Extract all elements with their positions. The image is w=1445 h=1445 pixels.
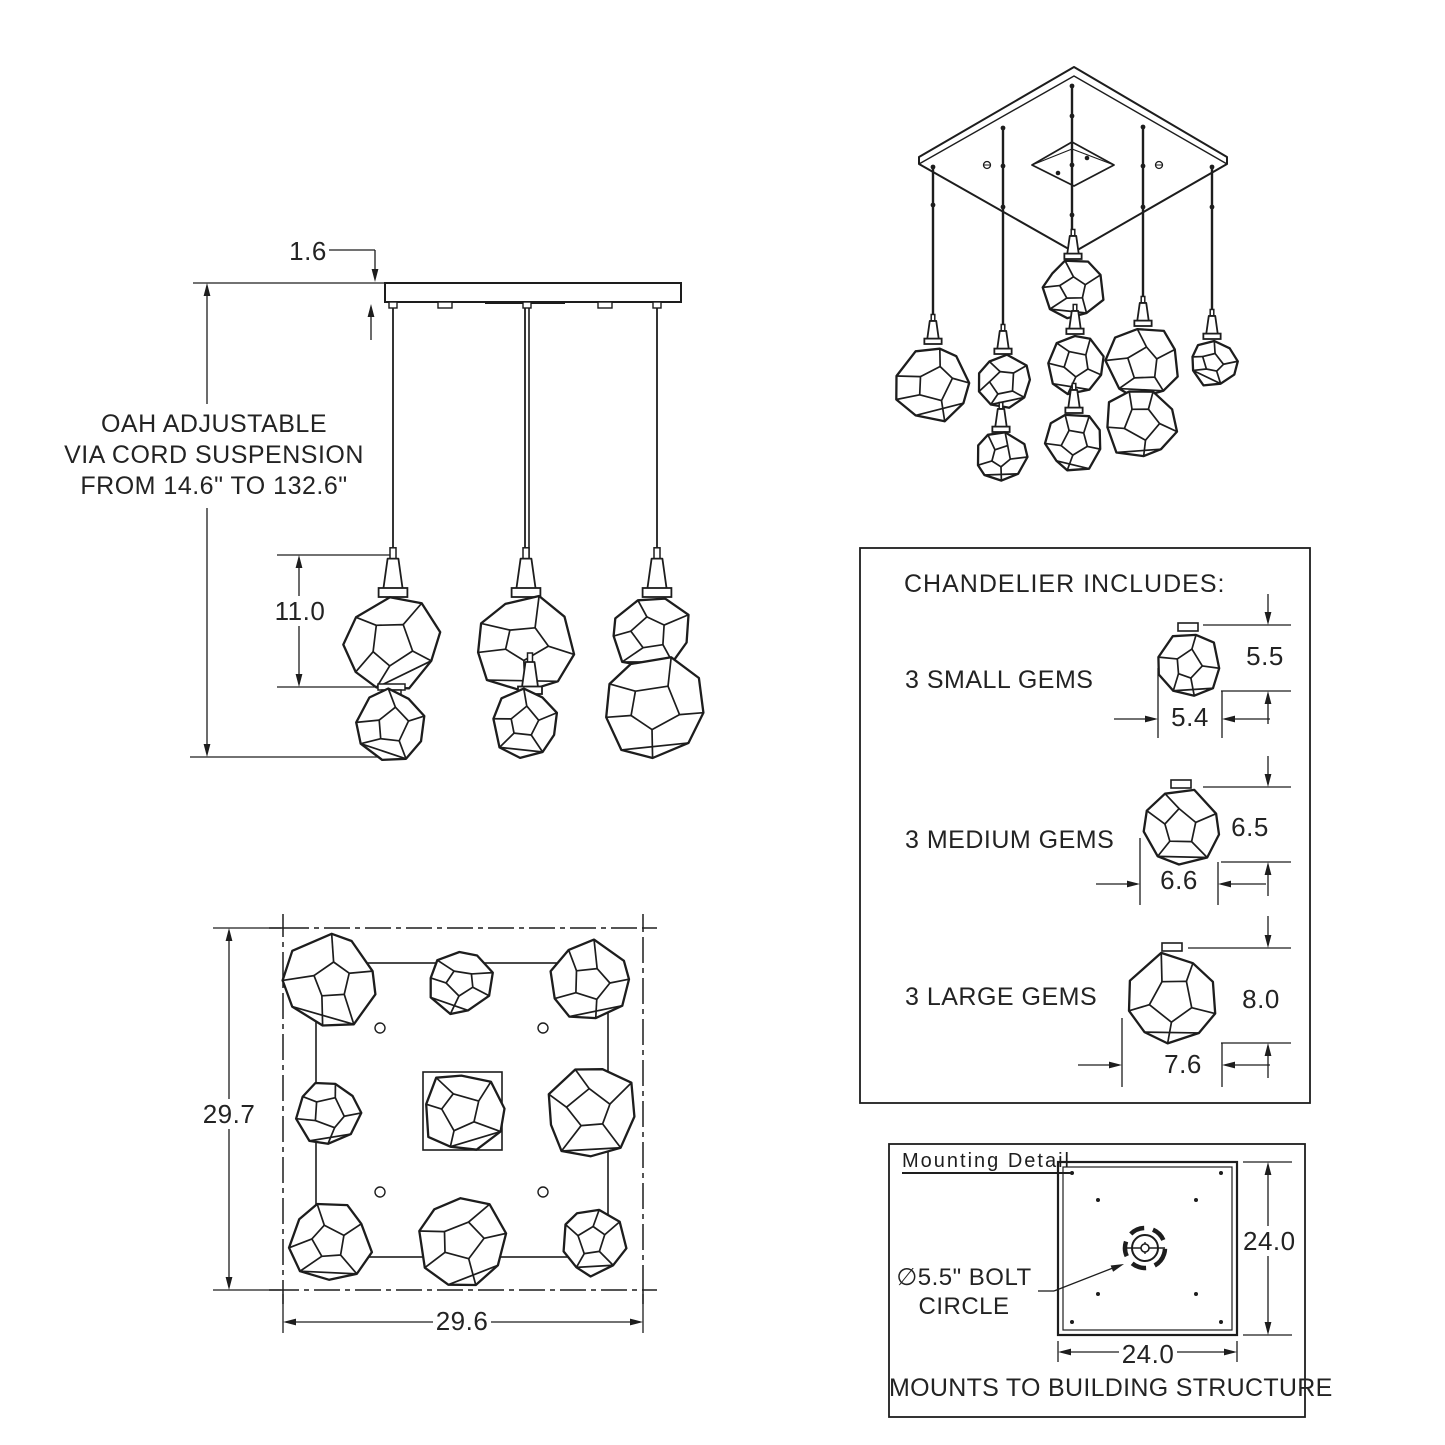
isometric-view (895, 66, 1239, 482)
gem (547, 1068, 636, 1158)
dim-large-gem-width: 7.6 (1164, 1049, 1202, 1079)
mounting-box (888, 1143, 1306, 1418)
socket (993, 323, 1013, 355)
bolt-circle-note-line2: CIRCLE (918, 1293, 1010, 1320)
bolt-circle-note: ∅5.5" BOLT CIRCLE (884, 1263, 1044, 1321)
oah-note: OAH ADJUSTABLE VIA CORD SUSPENSION FROM … (58, 409, 370, 502)
gem (476, 594, 576, 693)
oah-note-line1: OAH ADJUSTABLE (100, 410, 328, 438)
gem (1106, 390, 1179, 458)
socket (1064, 382, 1084, 414)
socket (641, 547, 673, 598)
gem (342, 596, 442, 690)
gem (429, 950, 494, 1016)
gem (895, 347, 971, 423)
gem (492, 687, 559, 760)
mounting-dim-height: 24.0 (1240, 1226, 1299, 1257)
gem (549, 938, 631, 1020)
gem (1142, 788, 1221, 866)
dim-cluster-height-value: 11.0 (271, 596, 329, 626)
mounting-footer: MOUNTS TO BUILDING STRUCTURE (889, 1374, 1333, 1402)
gem (355, 687, 426, 762)
elevation-cords (392, 308, 658, 652)
socket (923, 313, 943, 345)
gem (562, 1208, 628, 1278)
gem (1191, 339, 1239, 387)
dim-canopy-thickness: 1.6 (289, 236, 327, 266)
bolt-circle-symbol (1122, 1225, 1168, 1271)
dim-medium-gem-height: 6.5 (1231, 812, 1269, 842)
includes-box (859, 547, 1311, 1104)
plan-dim-width: 29.6 (426, 1306, 498, 1337)
gem (418, 1197, 508, 1287)
gem (287, 1202, 374, 1281)
gem (1157, 633, 1221, 697)
elevation-view (190, 249, 705, 762)
mounting-title: Mounting Detail (902, 1150, 1071, 1172)
iso-cords (930, 83, 1215, 406)
dim-large-gem-height: 8.0 (1242, 984, 1280, 1014)
elevation-dimensions (190, 249, 391, 758)
oah-note-line2: VIA CORD SUSPENSION (64, 441, 364, 469)
gem (605, 656, 705, 760)
gem (1043, 413, 1102, 472)
gem (977, 353, 1032, 409)
plan-view (213, 914, 657, 1333)
includes-item-small-label: 3 SMALL GEMS (905, 666, 1094, 694)
socket (1202, 308, 1222, 340)
mounting-dim-width-value: 24.0 (1118, 1339, 1178, 1369)
plan-dim-height: 29.7 (198, 1099, 260, 1130)
gem (281, 932, 377, 1027)
includes-item-large-label: 3 LARGE GEMS (905, 983, 1098, 1011)
oah-note-line3: FROM 14.6" TO 132.6" (80, 472, 348, 500)
mounting-dim-width: 24.0 (1118, 1339, 1178, 1370)
gem (294, 1081, 363, 1145)
socket (1063, 228, 1083, 260)
socket (1065, 303, 1085, 335)
gem (612, 597, 690, 669)
dim-small-gem-height: 5.5 (1246, 641, 1284, 671)
plan-dim-height-value: 29.7 (199, 1099, 259, 1129)
includes-title: CHANDELIER INCLUDES: (904, 570, 1226, 598)
dim-medium-gem-width: 6.6 (1160, 865, 1198, 895)
socket (1133, 295, 1153, 327)
dim-cluster-height: 11.0 (270, 596, 330, 627)
dim-small-gem-width: 5.4 (1171, 702, 1209, 732)
elevation-canopy (384, 282, 682, 309)
gem (1127, 951, 1217, 1045)
gem (1104, 327, 1179, 400)
socket (510, 547, 542, 598)
gem (976, 431, 1029, 482)
plan-dim-width-value: 29.6 (432, 1306, 492, 1336)
includes-item-medium-label: 3 MEDIUM GEMS (905, 826, 1115, 854)
mounting-dim-height-value: 24.0 (1240, 1226, 1299, 1256)
bolt-circle-note-line1: ∅5.5" BOLT (896, 1264, 1032, 1291)
gem (425, 1074, 506, 1151)
